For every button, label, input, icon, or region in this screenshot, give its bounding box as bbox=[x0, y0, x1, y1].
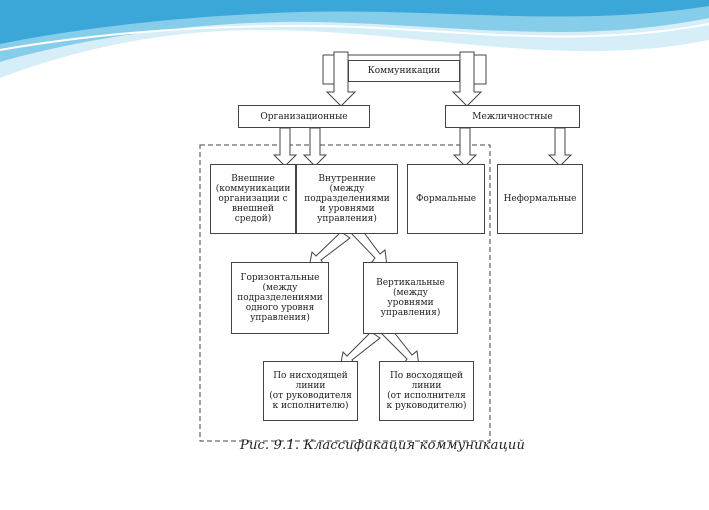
arrow-interpersonal-to-formal bbox=[452, 127, 478, 167]
node-communications-label: Коммуникации bbox=[367, 66, 441, 76]
arrow-org-to-internal bbox=[302, 127, 328, 167]
node-formal: Формальные bbox=[407, 164, 485, 234]
node-upward: По восходящей линии (от исполнителя к ру… bbox=[379, 361, 474, 421]
arrows bbox=[272, 51, 573, 369]
wave-dark-band bbox=[0, 0, 709, 44]
node-external-label: Внешние (коммуникации организации с внеш… bbox=[215, 174, 291, 224]
figure-caption: Рис. 9.1. Классификация коммуникаций bbox=[240, 438, 526, 453]
node-downward: По нисходящей линии (от руководителя к и… bbox=[263, 361, 358, 421]
node-downward-label: По нисходящей линии (от руководителя к и… bbox=[269, 371, 352, 411]
decorative-wave-header bbox=[0, 0, 709, 78]
node-vertical-label: Вертикальные (между уровнями управления) bbox=[376, 278, 445, 318]
wave-edge-highlight bbox=[0, 23, 709, 51]
node-communications: Коммуникации bbox=[348, 60, 460, 82]
node-internal-label: Внутренние (между подразделениями и уров… bbox=[304, 174, 390, 224]
node-vertical: Вертикальные (между уровнями управления) bbox=[363, 262, 458, 334]
node-internal: Внутренние (между подразделениями и уров… bbox=[296, 164, 398, 234]
node-informal-label: Неформальные bbox=[503, 194, 577, 204]
node-horizontal-label: Горизонтальные (между подразделениями од… bbox=[237, 273, 323, 323]
arrow-org-to-external bbox=[272, 127, 298, 167]
node-upward-label: По восходящей линии (от исполнителя к ру… bbox=[386, 371, 467, 411]
node-external: Внешние (коммуникации организации с внеш… bbox=[210, 164, 296, 234]
org-dashed-group bbox=[199, 144, 491, 442]
node-informal: Неформальные bbox=[497, 164, 583, 234]
arrow-root-to-interpersonal bbox=[451, 51, 483, 107]
node-formal-label: Формальные bbox=[415, 194, 477, 204]
arrow-interpersonal-to-informal bbox=[547, 127, 573, 167]
node-interpersonal-label: Межличностные bbox=[472, 111, 553, 122]
node-organizational: Организационные bbox=[238, 105, 370, 128]
node-organizational-label: Организационные bbox=[260, 111, 348, 122]
node-interpersonal: Межличностные bbox=[445, 105, 580, 128]
node-horizontal: Горизонтальные (между подразделениями од… bbox=[231, 262, 329, 334]
